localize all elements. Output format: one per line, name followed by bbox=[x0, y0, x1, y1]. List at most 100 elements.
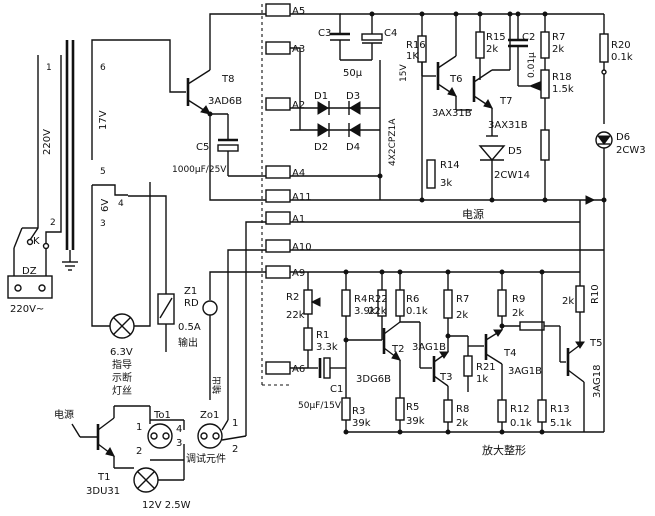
T8-model: 3AD6B bbox=[208, 96, 242, 107]
plug-label: DZ bbox=[22, 266, 37, 277]
T1-label: T1 bbox=[97, 472, 110, 483]
R6-value: 0.1k bbox=[406, 306, 428, 317]
junctions bbox=[207, 11, 607, 435]
terminal-label: A5 bbox=[292, 6, 305, 17]
lamp-note-1: 指导 bbox=[112, 358, 132, 371]
To1-socket bbox=[147, 423, 173, 449]
To1-label: To1 bbox=[153, 410, 171, 421]
terminal-label: A9 bbox=[292, 268, 305, 279]
To1-pin: 1 bbox=[136, 422, 142, 433]
C4-value: 15V bbox=[399, 64, 409, 82]
bridge-rectifier: D1 D3 D2 D4 4X2CPZ1A bbox=[290, 47, 398, 177]
output-vertical: 输出 bbox=[211, 376, 223, 394]
T8-transistor: T8 3AD6B bbox=[91, 13, 266, 201]
T6-model: 3AX31B bbox=[432, 108, 472, 119]
R1-body bbox=[303, 327, 313, 351]
R13-label: R13 bbox=[550, 404, 570, 415]
terminal-label: A10 bbox=[292, 242, 312, 253]
winding-pin-label: 4 bbox=[118, 199, 124, 209]
fuse-output: Z1 RD 0.5A 输出 输出 bbox=[149, 182, 266, 436]
Z1-label: Z1 bbox=[184, 286, 197, 297]
To1-pin: 2 bbox=[136, 446, 142, 457]
R13-body bbox=[537, 399, 547, 423]
R21-body bbox=[463, 355, 473, 377]
R16-value: 1K bbox=[406, 51, 419, 62]
winding-pin-label: 6 bbox=[100, 63, 106, 73]
D3-label: D3 bbox=[346, 91, 360, 102]
R7-body bbox=[540, 31, 550, 59]
C1-label: C1 bbox=[330, 384, 343, 395]
T7-model: 3AX31B bbox=[488, 120, 528, 131]
Z1-RD: RD bbox=[184, 298, 199, 309]
R9-value: 2k bbox=[512, 308, 524, 319]
C4-label: C4 bbox=[384, 28, 397, 39]
terminal-A3-pin bbox=[265, 41, 291, 55]
T4-label: T4 bbox=[503, 348, 516, 359]
Zo1-socket bbox=[197, 423, 223, 449]
C2-value: 0.01μ bbox=[527, 52, 537, 78]
filament-voltage: 6V bbox=[100, 199, 111, 212]
R8-value: 2k bbox=[456, 418, 468, 429]
winding-pin-label: 1 bbox=[46, 63, 52, 73]
power-label: 电源 bbox=[462, 207, 484, 221]
R4-label: R4 bbox=[354, 294, 367, 305]
R7a-value: 2k bbox=[552, 44, 564, 55]
D4-label: D4 bbox=[346, 142, 360, 153]
Zo1-pin: 2 bbox=[232, 444, 238, 455]
D2-label: D2 bbox=[314, 142, 328, 153]
R18-label: R18 bbox=[552, 72, 572, 83]
Zo1-pin: 1 bbox=[232, 418, 238, 429]
R15-value: 2k bbox=[486, 44, 498, 55]
Zo1-label: Zo1 bbox=[200, 410, 219, 421]
C3-value: 50μ bbox=[343, 68, 363, 79]
R4-value: 3.9k bbox=[354, 306, 376, 317]
R10-value: 2k bbox=[562, 296, 574, 307]
lamp-note-3: 灯丝 bbox=[112, 385, 132, 397]
terminal-label: A3 bbox=[292, 44, 305, 55]
R14-and-rail: R14 3k 电源 bbox=[290, 159, 604, 272]
R9-body bbox=[497, 289, 507, 317]
mains-input: K DZ 220V~ bbox=[7, 200, 62, 315]
R18-body bbox=[540, 69, 550, 99]
R5-value: 39k bbox=[406, 416, 425, 427]
C3-label: C3 bbox=[318, 28, 331, 39]
terminal-A2-pin bbox=[265, 97, 291, 111]
terminal-A5-pin bbox=[265, 3, 291, 17]
T7-label: T7 bbox=[499, 96, 512, 107]
R12-body bbox=[497, 399, 507, 423]
fuse-rating: 0.5A bbox=[178, 322, 201, 333]
transformer: 1 2 6 5 4 3 220V 17V 6V bbox=[37, 40, 124, 271]
R22-value: 22k bbox=[368, 306, 387, 317]
secondary-voltage: 17V bbox=[98, 110, 109, 130]
R4-body bbox=[341, 289, 351, 317]
amp-stage-label: 放大整形 bbox=[482, 443, 526, 457]
primary-voltage: 220V bbox=[42, 129, 53, 155]
R12-label: R12 bbox=[510, 404, 530, 415]
fuse-Z1 bbox=[202, 300, 218, 316]
R1-label: R1 bbox=[316, 330, 329, 341]
T1-model: 3DU31 bbox=[86, 486, 120, 497]
winding-pin-label: 3 bbox=[100, 219, 106, 229]
R2-body bbox=[303, 289, 313, 315]
terminal-label: A4 bbox=[292, 168, 305, 179]
R6-body bbox=[395, 289, 405, 317]
R8-body bbox=[443, 399, 453, 423]
R10-body bbox=[575, 285, 585, 313]
R5-label: R5 bbox=[406, 402, 419, 413]
T6-T7-regulator: R16 1K T6 R15 2k T7 3AX31B 3AX31B C2 0.0… bbox=[406, 14, 646, 200]
terminal-A6-pin bbox=[265, 361, 291, 375]
winding-pin-label: 5 bbox=[100, 167, 106, 177]
R18-value: 1.5k bbox=[552, 84, 574, 95]
To1-pin: 3 bbox=[176, 438, 182, 449]
R7b-label: R7 bbox=[456, 294, 469, 305]
R5-body bbox=[395, 397, 405, 421]
C1-value: 50μF/15V bbox=[298, 401, 342, 411]
lamp-voltage: 6.3V bbox=[110, 347, 133, 358]
T2-label: T2 bbox=[391, 344, 404, 355]
R3-label: R3 bbox=[352, 406, 365, 417]
T8-label: T8 bbox=[221, 74, 234, 85]
R3-body bbox=[341, 397, 351, 421]
R3-value: 39k bbox=[352, 418, 371, 429]
